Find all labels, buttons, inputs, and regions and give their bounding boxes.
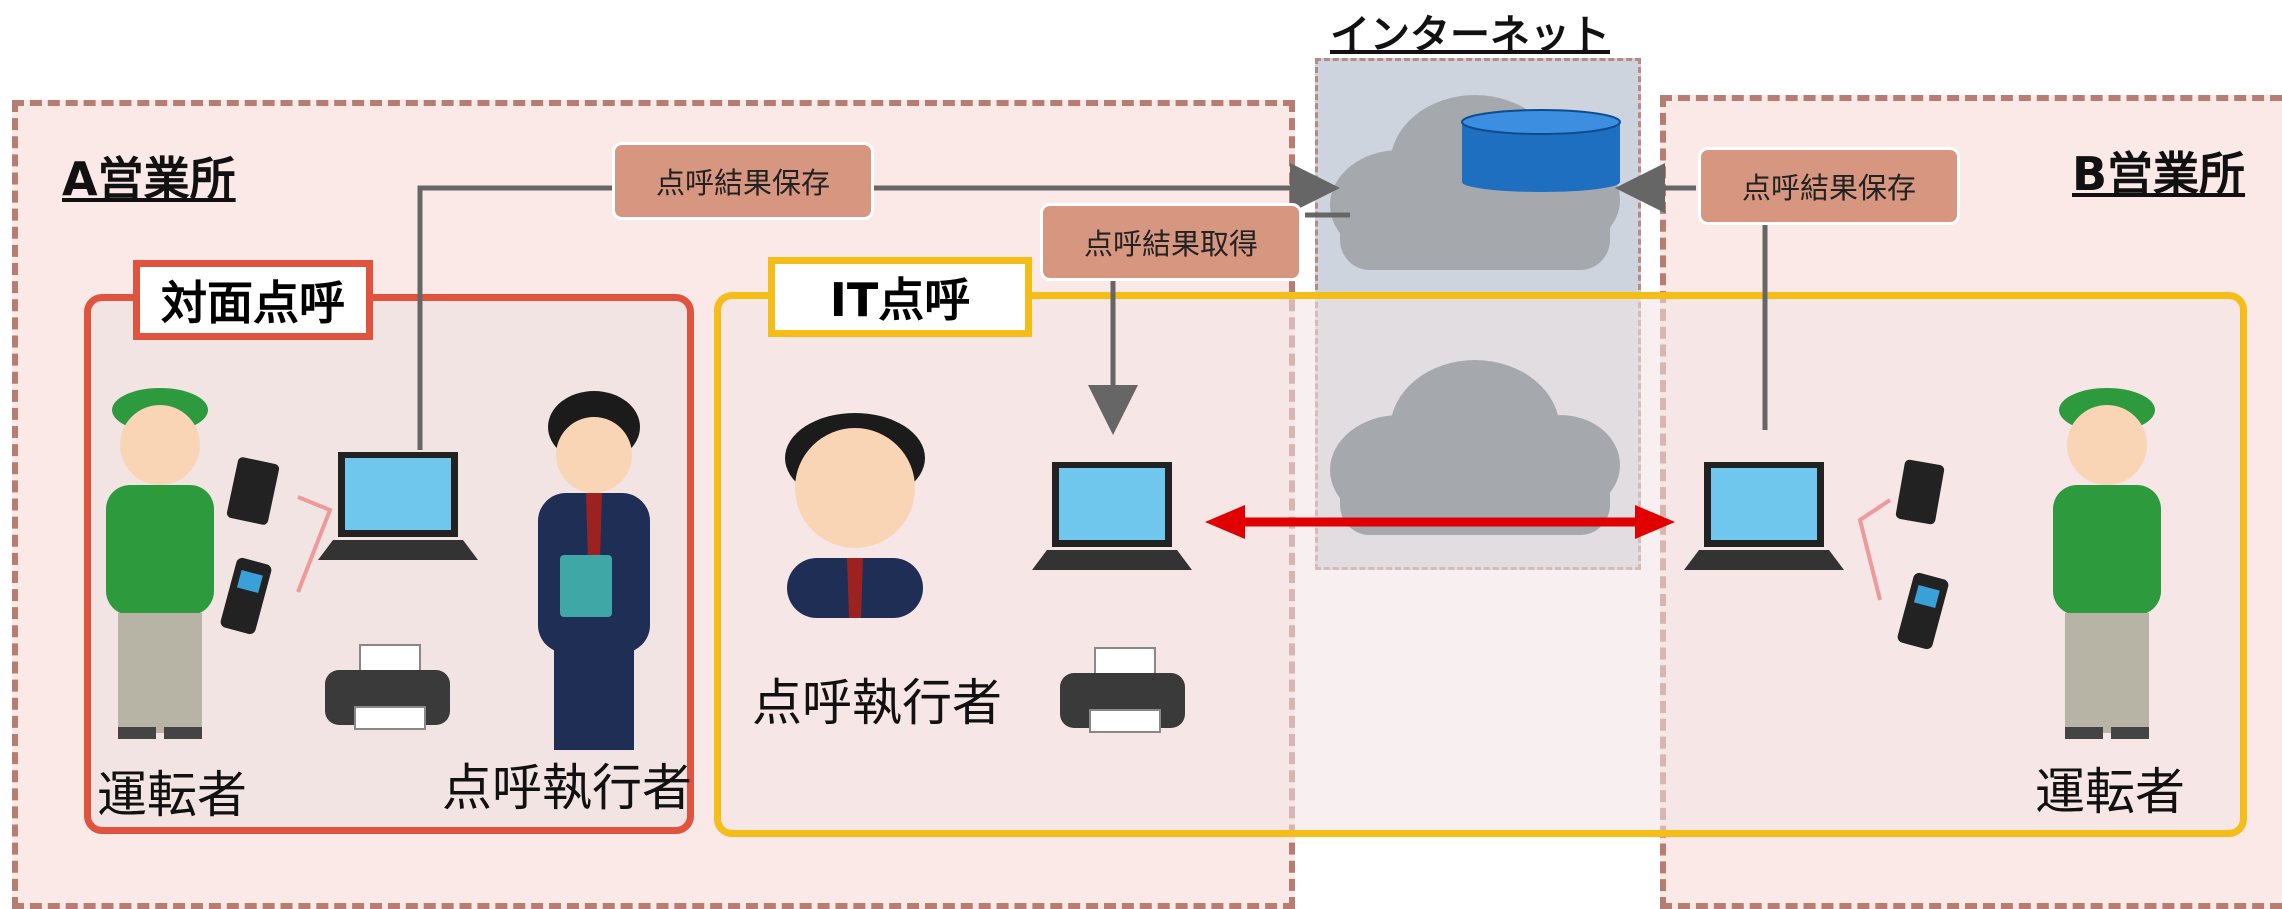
driver-label-b: 運転者 bbox=[2035, 763, 2185, 821]
printer-icon bbox=[1060, 647, 1185, 733]
executor-icon bbox=[538, 391, 650, 750]
internet-title: インターネット bbox=[1330, 12, 1610, 58]
cloud-icon bbox=[1330, 360, 1620, 535]
office-b-title: B営業所 bbox=[2072, 147, 2246, 201]
printer-icon bbox=[325, 644, 450, 730]
get-result-label: 点呼結果取得 bbox=[1040, 203, 1302, 281]
save-result-label-b: 点呼結果保存 bbox=[1698, 147, 1960, 225]
executor-label-a: 点呼執行者 bbox=[442, 759, 692, 817]
it-rollcall-tag: IT点呼 bbox=[768, 257, 1032, 337]
save-result-label-a: 点呼結果保存 bbox=[612, 142, 874, 220]
database-icon bbox=[1461, 109, 1621, 192]
executor-icon bbox=[785, 413, 925, 618]
office-a-title: A営業所 bbox=[62, 152, 236, 206]
face-to-face-tag: 対面点呼 bbox=[133, 260, 373, 340]
laptop-icon bbox=[1032, 462, 1192, 570]
driver-label-a: 運転者 bbox=[97, 766, 247, 824]
breathalyzer-icon bbox=[220, 557, 1949, 650]
line-a-to-save bbox=[417, 185, 616, 450]
driver-icon bbox=[106, 388, 214, 739]
driver-icon bbox=[2053, 388, 2161, 739]
laptop-icon bbox=[318, 452, 478, 560]
phone-icon bbox=[226, 457, 1945, 525]
remote-link-arrow bbox=[1205, 505, 1675, 539]
laptop-icon bbox=[1684, 462, 1844, 570]
executor-label-it: 点呼執行者 bbox=[752, 674, 1002, 732]
